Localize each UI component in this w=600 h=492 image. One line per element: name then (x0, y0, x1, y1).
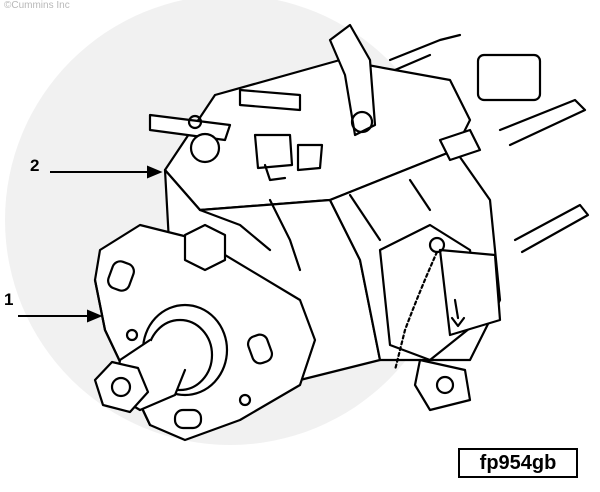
callout-1: 1 (4, 290, 14, 309)
front-nut (183, 223, 227, 272)
governor-cover (378, 223, 502, 412)
figure-id-label: fp954gb (458, 448, 578, 478)
leader-arrow-2 (147, 165, 163, 179)
copyright-text: ©Cummins Inc (4, 0, 70, 11)
side-tubes (438, 53, 590, 254)
drive-shaft (93, 303, 229, 414)
leader-arrow-1 (87, 309, 103, 323)
callout-2: 2 (30, 156, 40, 175)
top-fittings (148, 23, 462, 182)
